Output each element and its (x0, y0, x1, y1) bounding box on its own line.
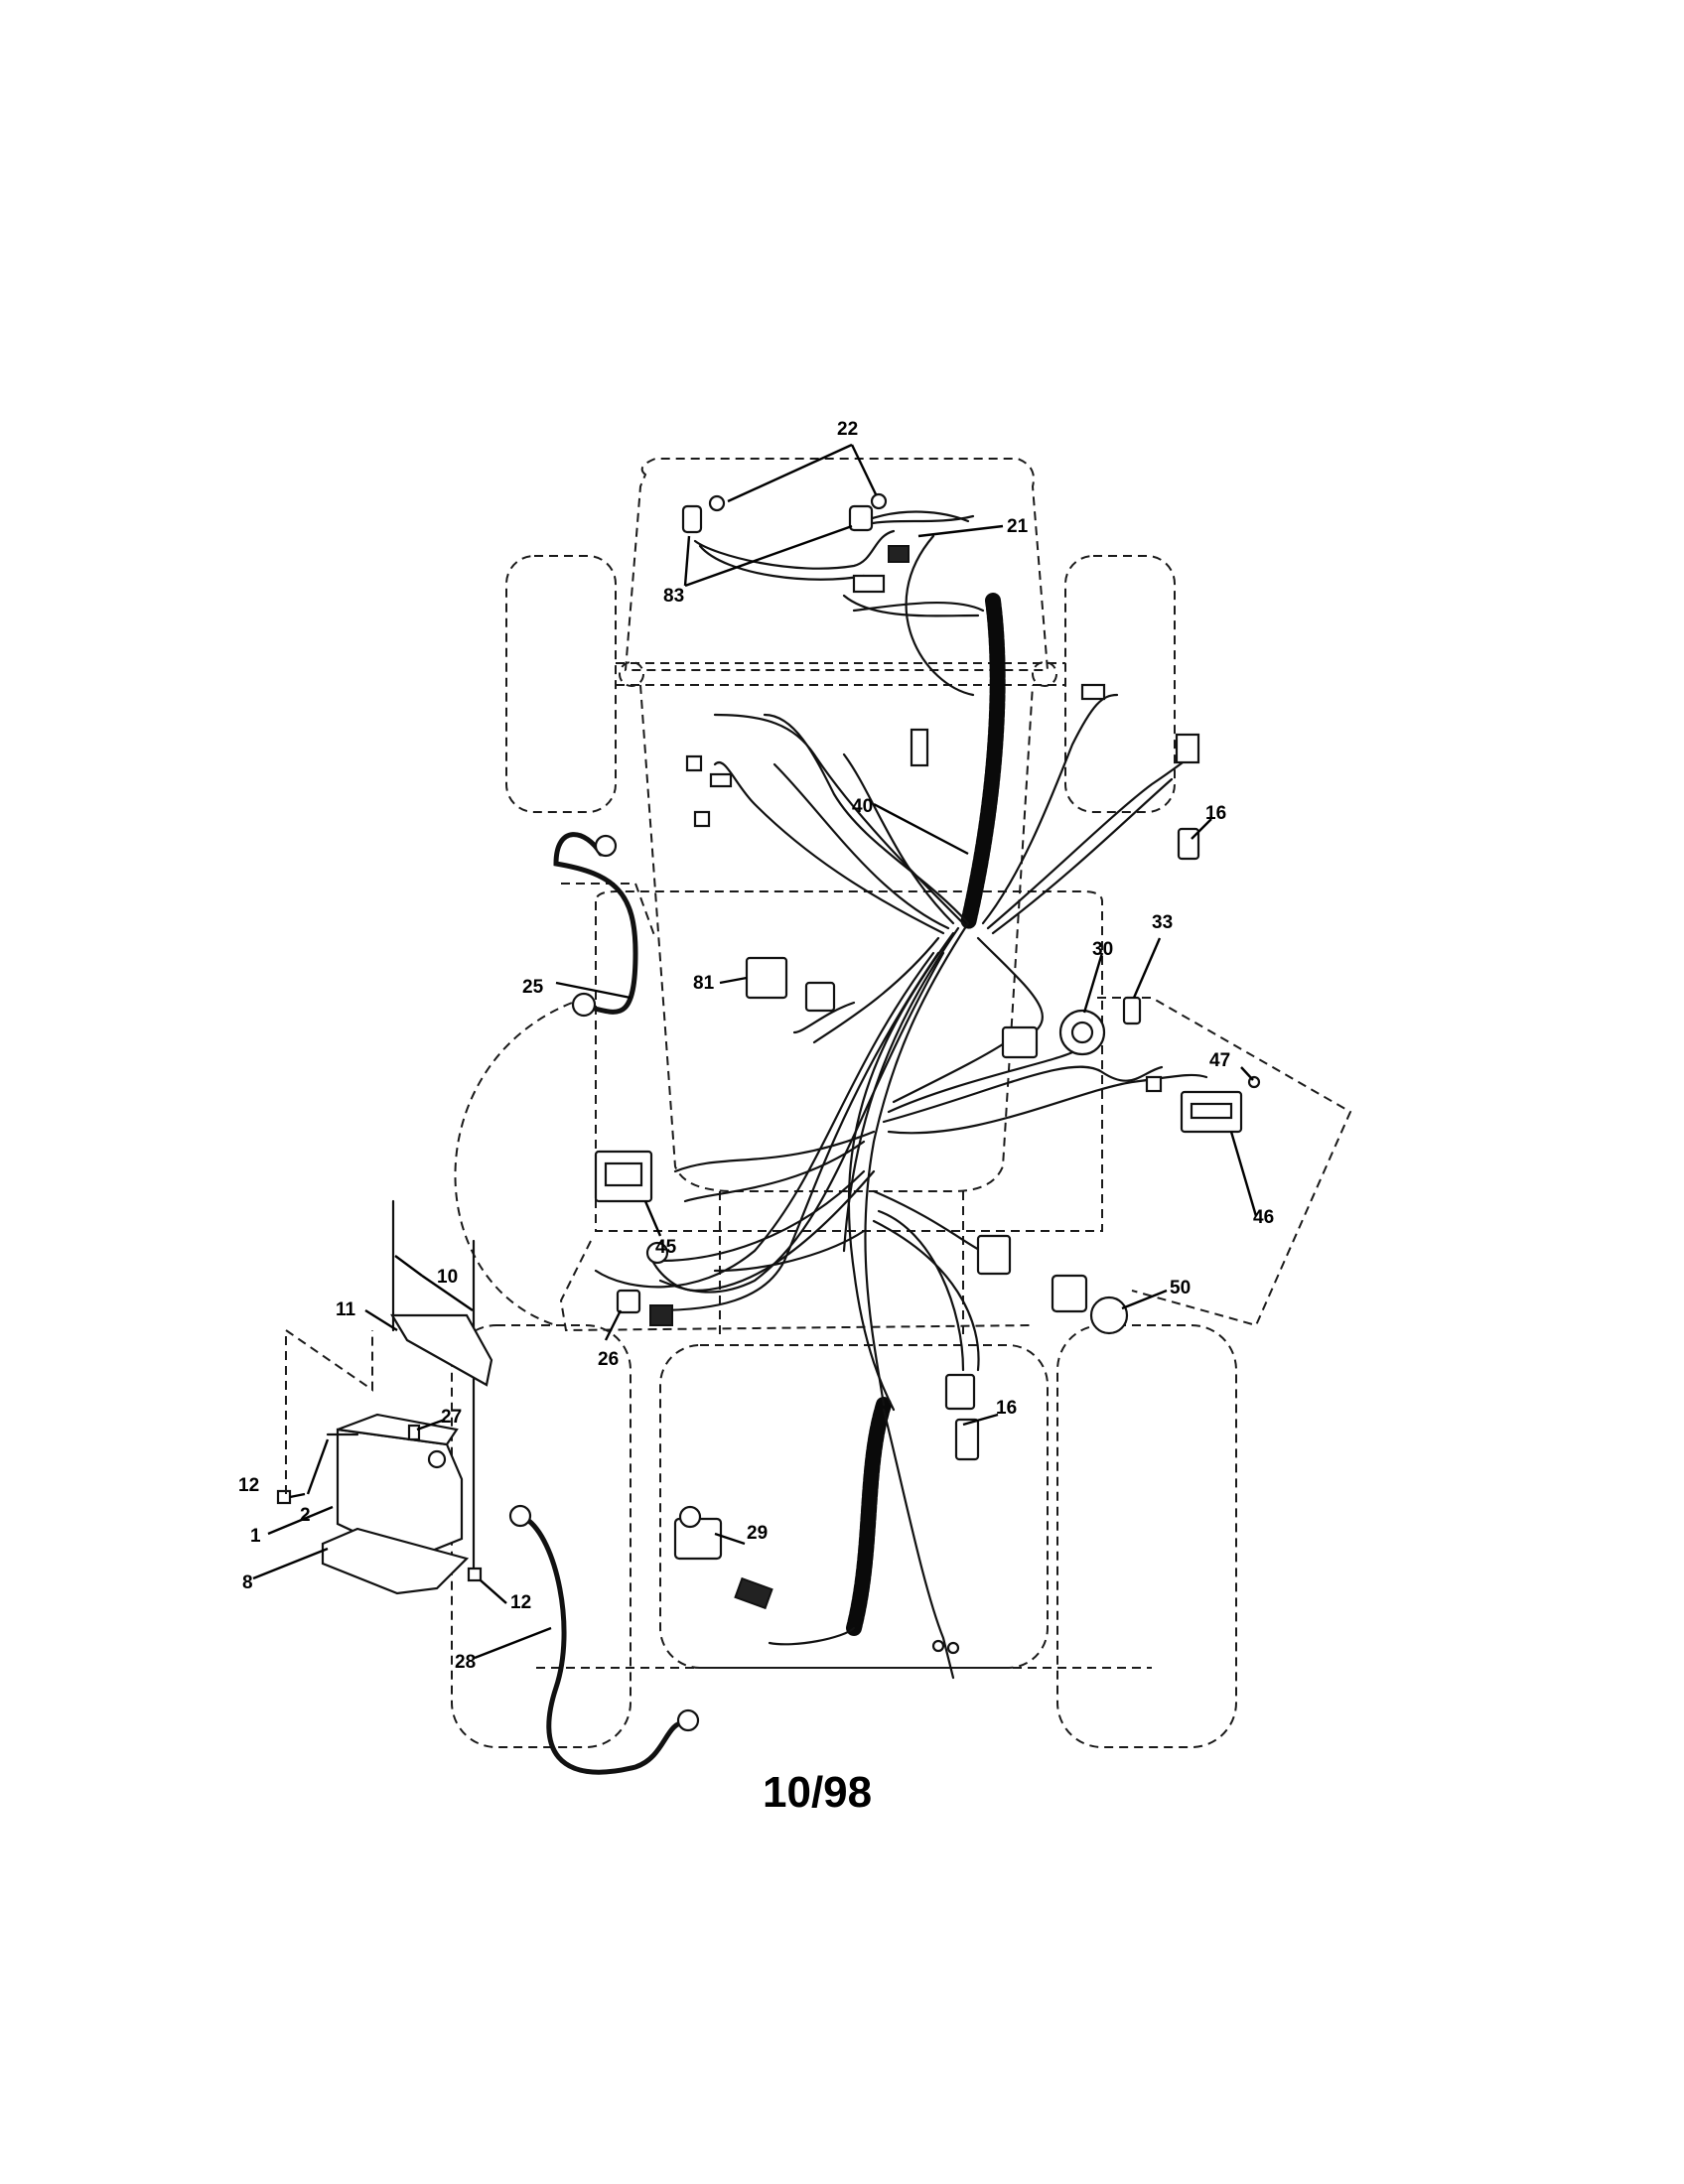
callout-22: 22 (837, 419, 858, 440)
lamp-socket-left[interactable] (681, 504, 703, 534)
callout-10: 10 (437, 1267, 458, 1288)
headlight-harness (693, 510, 975, 581)
callout-81: 81 (693, 973, 715, 994)
battery-cable[interactable] (508, 1504, 700, 1775)
battery-assembly (276, 1199, 493, 1595)
headlight-connector[interactable] (852, 545, 910, 594)
harness-clips[interactable] (685, 683, 1200, 1093)
callout-1: 1 (250, 1526, 261, 1547)
starter-relay[interactable] (745, 956, 836, 1013)
harness-plug-block[interactable] (976, 1234, 1012, 1276)
callout-50: 50 (1170, 1278, 1191, 1298)
wing-nut-left[interactable] (276, 1489, 292, 1505)
callout-26: 26 (598, 1349, 619, 1370)
dash-gauge[interactable] (594, 1150, 653, 1203)
callout-labels: 22 21 83 40 16 33 30 25 81 47 46 45 10 1… (238, 419, 1274, 1673)
callout-16-bottom: 16 (996, 1398, 1017, 1419)
battery-tray[interactable] (321, 1527, 470, 1595)
callout-12-right: 12 (510, 1592, 531, 1613)
seat-switch[interactable] (673, 1505, 773, 1610)
ignition-connector[interactable] (1001, 1025, 1039, 1059)
revision-date: 10/98 (763, 1768, 872, 1817)
headlamp-bulb-left[interactable] (708, 494, 726, 512)
headlamp-bulb-right[interactable] (870, 492, 888, 510)
callout-40: 40 (852, 796, 873, 817)
ignition-switch[interactable] (1058, 1009, 1106, 1056)
callout-46: 46 (1253, 1207, 1274, 1228)
interlock-connector-bottom[interactable] (944, 1373, 980, 1461)
hour-meter[interactable] (1180, 1090, 1243, 1134)
rear-wire-terminals[interactable] (931, 1639, 960, 1655)
battery-hold-down[interactable] (390, 1313, 493, 1387)
callout-83: 83 (663, 586, 684, 607)
callout-47: 47 (1209, 1050, 1230, 1071)
ground-terminal[interactable] (645, 1241, 669, 1265)
leader-lines (252, 443, 1258, 1660)
ground-wire[interactable] (553, 832, 638, 1018)
callout-8: 8 (242, 1572, 253, 1593)
terminal-nut[interactable] (407, 1424, 421, 1441)
lamp-socket-right[interactable] (848, 504, 874, 532)
callout-29: 29 (747, 1523, 768, 1544)
main-harness (594, 534, 1208, 1680)
callout-27: 27 (441, 1407, 462, 1428)
callout-45: 45 (655, 1237, 677, 1258)
callout-16-top: 16 (1205, 803, 1226, 824)
callout-12-left: 12 (238, 1475, 259, 1496)
callout-28: 28 (455, 1652, 476, 1673)
tractor-outline (451, 458, 1352, 1748)
seat-switch-connector[interactable] (616, 1289, 673, 1326)
wing-nut-right[interactable] (467, 1567, 483, 1582)
callout-33: 33 (1152, 912, 1173, 933)
callout-2: 2 (300, 1505, 311, 1526)
reverse-switch[interactable] (1122, 996, 1142, 1025)
callout-25: 25 (522, 977, 544, 998)
callout-30: 30 (1092, 939, 1113, 960)
pto-switch[interactable] (1051, 1274, 1129, 1335)
callout-11: 11 (336, 1299, 356, 1320)
callout-21: 21 (1007, 516, 1029, 537)
